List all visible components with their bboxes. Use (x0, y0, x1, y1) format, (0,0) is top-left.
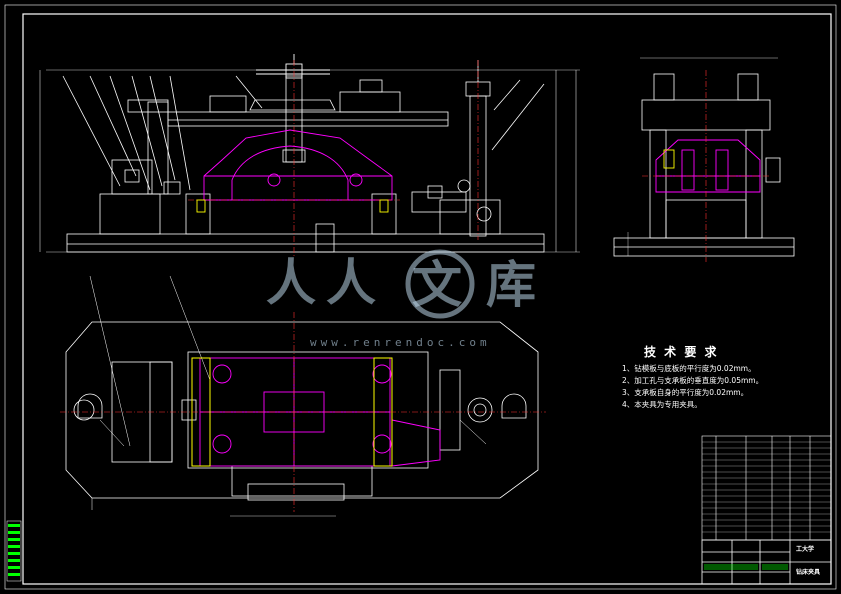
front-workpiece-section (203, 129, 393, 201)
title-block-name-cell: 工大学 (796, 545, 814, 553)
side-workpiece-section (655, 139, 761, 193)
title-block-green-fill (704, 564, 788, 570)
tech-req-item-1: 1、钻模板与底板的平行度为0.02mm。 (622, 363, 756, 373)
top-view (65, 275, 539, 517)
side-centerlines (642, 70, 770, 262)
watermark-char-1: 人 (266, 254, 316, 312)
tech-req-item-2: 2、加工孔与支承板的垂直度为0.05mm。 (622, 375, 763, 385)
watermark-char-3: 文 (412, 256, 462, 314)
front-view (39, 60, 580, 253)
front-yellow-marks (196, 199, 389, 213)
margin-strip (6, 520, 22, 582)
handle-icon (256, 54, 330, 79)
watermark-url: www.renrendoc.com (310, 336, 491, 349)
parts-list (701, 435, 832, 541)
side-view (613, 57, 795, 257)
technical-requirements: 技 术 要 求 1、钻模板与底板的平行度为0.02mm。 2、加工孔与支承板的垂… (622, 344, 763, 409)
watermark-char-2: 人 (326, 254, 376, 312)
top-centerlines (60, 312, 546, 512)
title-block (701, 539, 832, 585)
drawing-name: 钻床夹具 (796, 568, 820, 576)
drawing-border (4, 4, 837, 590)
tech-req-item-4: 4、本夹具为专用夹具。 (622, 399, 702, 409)
parts-list-rows (702, 441, 831, 533)
watermark: 人 人 文 库 www.renrendoc.com (266, 249, 536, 349)
front-centerlines (188, 60, 479, 256)
tech-req-item-3: 3、支承板自身的平行度为0.02mm。 (622, 387, 748, 397)
side-yellow-marks (663, 149, 675, 169)
watermark-char-4: 库 (486, 256, 536, 314)
tech-req-title: 技 术 要 求 (644, 344, 719, 359)
